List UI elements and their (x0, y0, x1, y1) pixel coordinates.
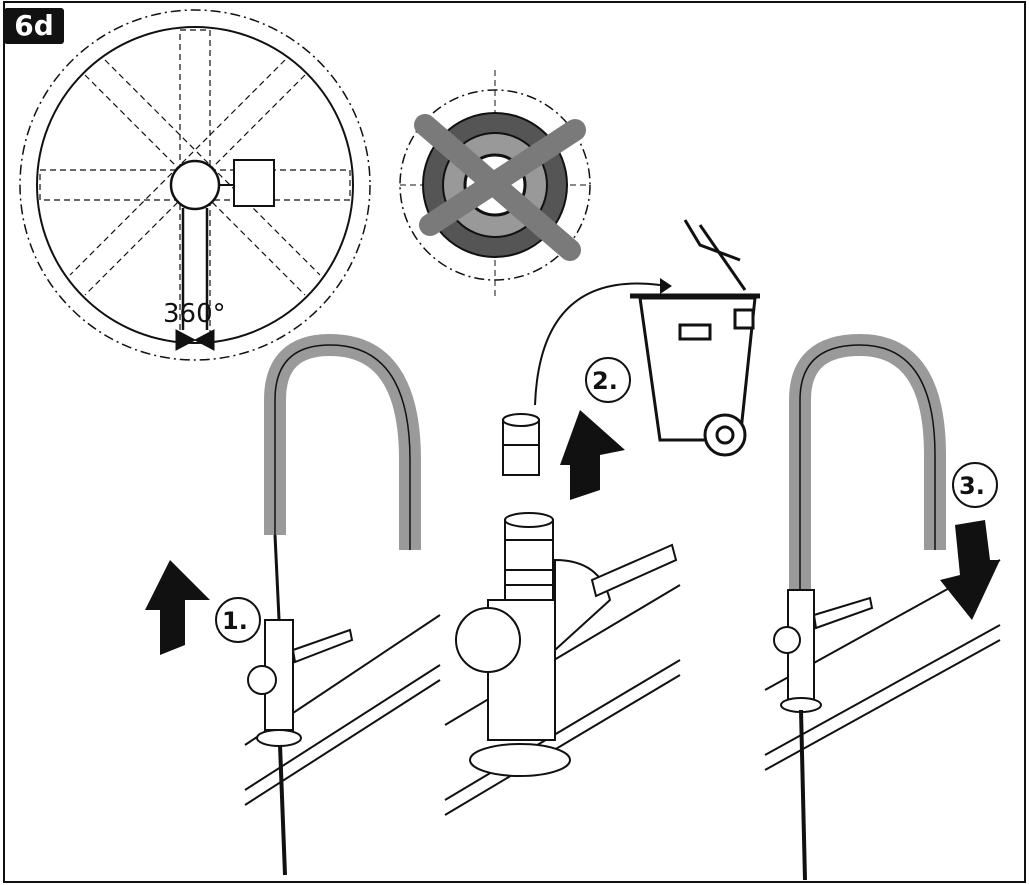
rotation-label: 360° (163, 299, 226, 329)
arrow-up-icon (145, 560, 210, 655)
figure-border (3, 1, 1026, 883)
dispose-arrow (534, 282, 661, 406)
not-allowed-icon (399, 70, 591, 300)
figure-label: 6d (4, 8, 64, 44)
step-1-number: 1. (222, 607, 248, 635)
arrow-up-icon (560, 410, 625, 500)
step-3-badge (952, 462, 998, 508)
trash-bin-icon (630, 219, 760, 457)
step-2-badge (585, 357, 631, 403)
step-3-number: 3. (959, 472, 985, 500)
arrow-head-icon (660, 278, 672, 294)
step-1-badge (215, 597, 261, 643)
faucet-step-1 (244, 333, 441, 876)
filter-part (502, 413, 540, 476)
rotation-diagram: 360° (19, 9, 371, 361)
faucet-step-2 (444, 512, 681, 816)
step-2-number: 2. (592, 367, 618, 395)
faucet-step-3 (764, 333, 1001, 881)
arrow-down-icon (940, 520, 1000, 620)
